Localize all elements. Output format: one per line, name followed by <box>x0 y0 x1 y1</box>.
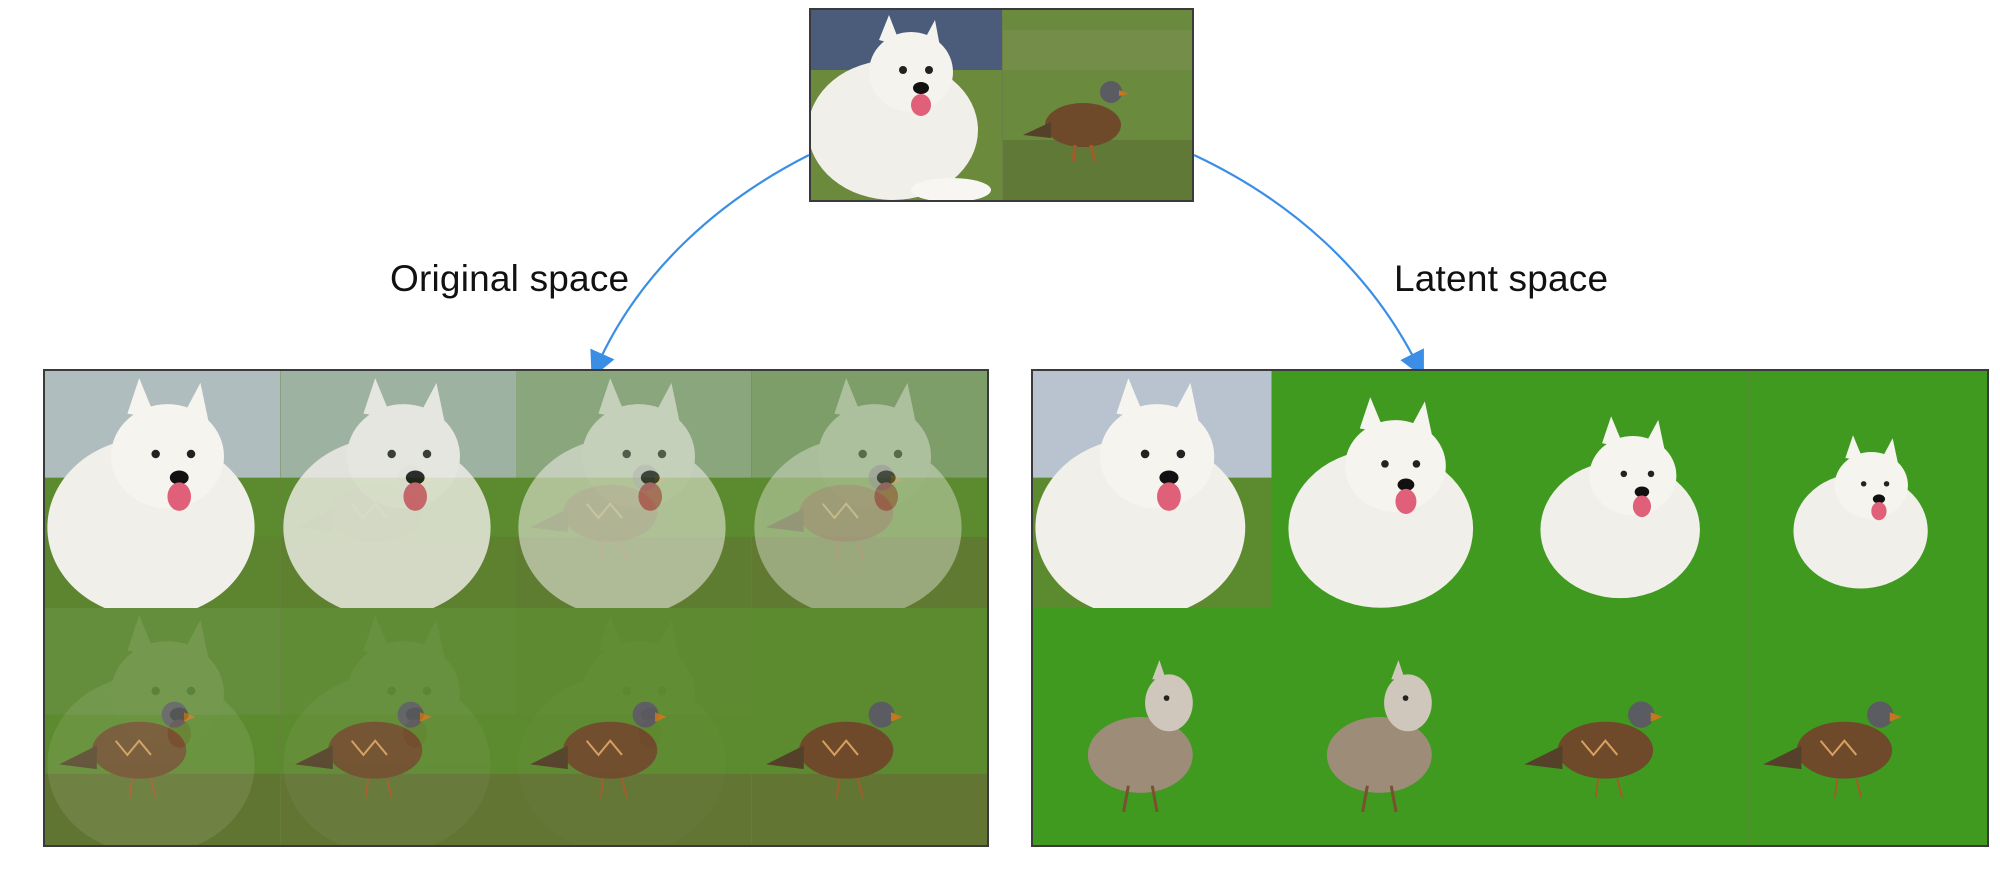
original-space-grid <box>43 369 989 847</box>
latent-space-tile-r2-c4 <box>1748 608 1987 845</box>
input-dog-image <box>811 10 1002 200</box>
original-space-tile-r1-c2 <box>280 371 516 608</box>
latent-space-tile-r1-c4 <box>1748 371 1987 608</box>
latent-space-label: Latent space <box>1394 258 1609 299</box>
input-image-pair <box>809 8 1194 202</box>
original-space-tile-r1-c4 <box>751 371 987 608</box>
original-space-tile-r2-c1 <box>45 608 281 845</box>
original-space-tile-r2-c3 <box>516 608 752 845</box>
original-space-tile-r1-c3 <box>516 371 752 608</box>
latent-space-tile-r1-c1 <box>1033 371 1272 608</box>
latent-space-grid <box>1031 369 1989 847</box>
latent-space-tile-r2-c1 <box>1033 608 1272 845</box>
original-space-label: Original space <box>390 258 630 299</box>
original-space-tile-r2-c4 <box>751 608 987 845</box>
latent-space-tile-r2-c3 <box>1510 608 1749 845</box>
original-space-tile-r1-c1 <box>45 371 281 608</box>
latent-space-tile-r1-c2 <box>1271 371 1510 608</box>
latent-space-tile-r2-c2 <box>1271 608 1510 845</box>
arrow-to-latent-space <box>1193 154 1424 378</box>
latent-space-tile-r1-c3 <box>1510 371 1749 608</box>
input-bird-image <box>1003 10 1192 200</box>
original-space-tile-r2-c2 <box>280 608 516 845</box>
